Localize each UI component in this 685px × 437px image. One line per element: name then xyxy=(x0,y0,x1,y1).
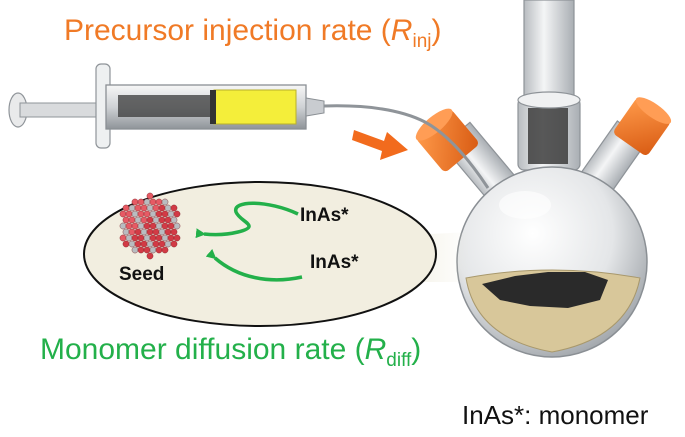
injection-rate-title: Precursor injection rate (Rinj) xyxy=(64,14,442,52)
monomer-legend: InAs*: monomer xyxy=(462,400,649,430)
syringe-icon xyxy=(8,63,490,189)
seed-label: Seed xyxy=(119,264,165,285)
diffusion-rate-title: Monomer diffusion rate (Rdiff) xyxy=(40,333,422,371)
diffusion-arrow-top xyxy=(195,201,299,239)
flask-icon xyxy=(415,0,672,358)
seed-particle-icon xyxy=(119,192,181,260)
injection-arrow xyxy=(352,130,408,160)
diffusion-arrow-bottom xyxy=(205,248,303,282)
monomer-label-top: InAs* xyxy=(300,205,349,226)
stopper-right xyxy=(614,97,672,156)
monomer-label-bottom: InAs* xyxy=(310,252,359,273)
